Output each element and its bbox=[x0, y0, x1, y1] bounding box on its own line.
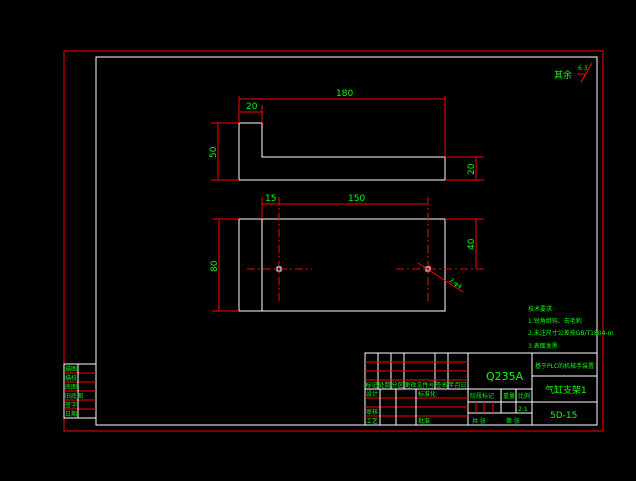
top-view: 180 20 50 20 bbox=[209, 89, 484, 181]
tech-requirements: 技术要求 1.锐角倒钝、去毛刺 2.未注尺寸公差按GB/T1804-m 3.表面… bbox=[528, 305, 614, 350]
sign-row: 设计 bbox=[366, 390, 378, 398]
sheet-total: 共 张 bbox=[472, 417, 486, 425]
dim-step-width: 20 bbox=[246, 102, 258, 112]
dim-hole-offset: 40 bbox=[467, 238, 477, 250]
rev-header: 签名 bbox=[436, 381, 448, 389]
left-strip: 描图 描校 底图 旧底图 签字 日期 bbox=[63, 363, 97, 419]
rev-header: 更改文件号 bbox=[405, 381, 435, 389]
strip-label: 签字 bbox=[65, 401, 77, 409]
strip-label: 描图 bbox=[65, 365, 77, 373]
tech-item: 1.锐角倒钝、去毛刺 bbox=[528, 317, 582, 325]
roughness-value: 6.3 bbox=[578, 65, 588, 72]
rev-header: 分区 bbox=[392, 381, 404, 389]
strip-label: 描校 bbox=[65, 374, 77, 382]
sheet-no: 第 张 bbox=[506, 417, 520, 425]
tech-title: 技术要求 bbox=[528, 305, 552, 313]
weight-label: 重量 bbox=[503, 392, 515, 400]
sign-row: 工艺 bbox=[366, 417, 378, 425]
dim-length: 180 bbox=[336, 89, 353, 99]
inner-frame bbox=[95, 56, 598, 426]
std-label: 标准化 bbox=[418, 390, 436, 398]
rev-header: 处数 bbox=[379, 381, 391, 389]
approve-label: 批准 bbox=[418, 417, 430, 425]
roughness-symbol: 其余 6.3 bbox=[554, 62, 593, 83]
scale-label: 比例 bbox=[518, 392, 530, 400]
scale-value: 2:1 bbox=[518, 406, 528, 413]
dim-offset: 15 bbox=[265, 194, 276, 204]
tech-item: 3.表面发黑 bbox=[528, 342, 558, 350]
dim-thickness: 20 bbox=[467, 163, 477, 175]
front-view: 15 150 80 40 2-φ4 bbox=[210, 194, 484, 312]
project-name: 基于PLC的机械手装置 bbox=[535, 362, 594, 370]
outer-frame bbox=[63, 50, 604, 432]
material: Q235A bbox=[486, 370, 524, 383]
dim-height: 50 bbox=[209, 146, 219, 158]
dim-hole-spacing: 150 bbox=[348, 194, 365, 204]
rev-header: 标记 bbox=[366, 381, 378, 389]
stage-label: 阶段标记 bbox=[470, 392, 494, 400]
title-block: 标记 处数 分区 更改文件号 签名 年月日 设计 审核 工艺 标准化 批准 Q2… bbox=[364, 352, 598, 426]
strip-label: 底图 bbox=[65, 383, 77, 391]
part-name: 气缸支架1 bbox=[545, 384, 587, 396]
sign-row: 审核 bbox=[366, 408, 378, 416]
dim-holes: 2-φ4 bbox=[448, 277, 463, 291]
roughness-label: 其余 bbox=[554, 69, 572, 81]
drawing-no: 5D-15 bbox=[550, 411, 577, 421]
strip-label: 日期 bbox=[65, 410, 77, 418]
strip-label: 旧底图 bbox=[65, 392, 83, 400]
dim-width: 80 bbox=[210, 260, 220, 272]
rev-header: 年月日 bbox=[449, 381, 467, 389]
tech-item: 2.未注尺寸公差按GB/T1804-m bbox=[528, 329, 614, 337]
